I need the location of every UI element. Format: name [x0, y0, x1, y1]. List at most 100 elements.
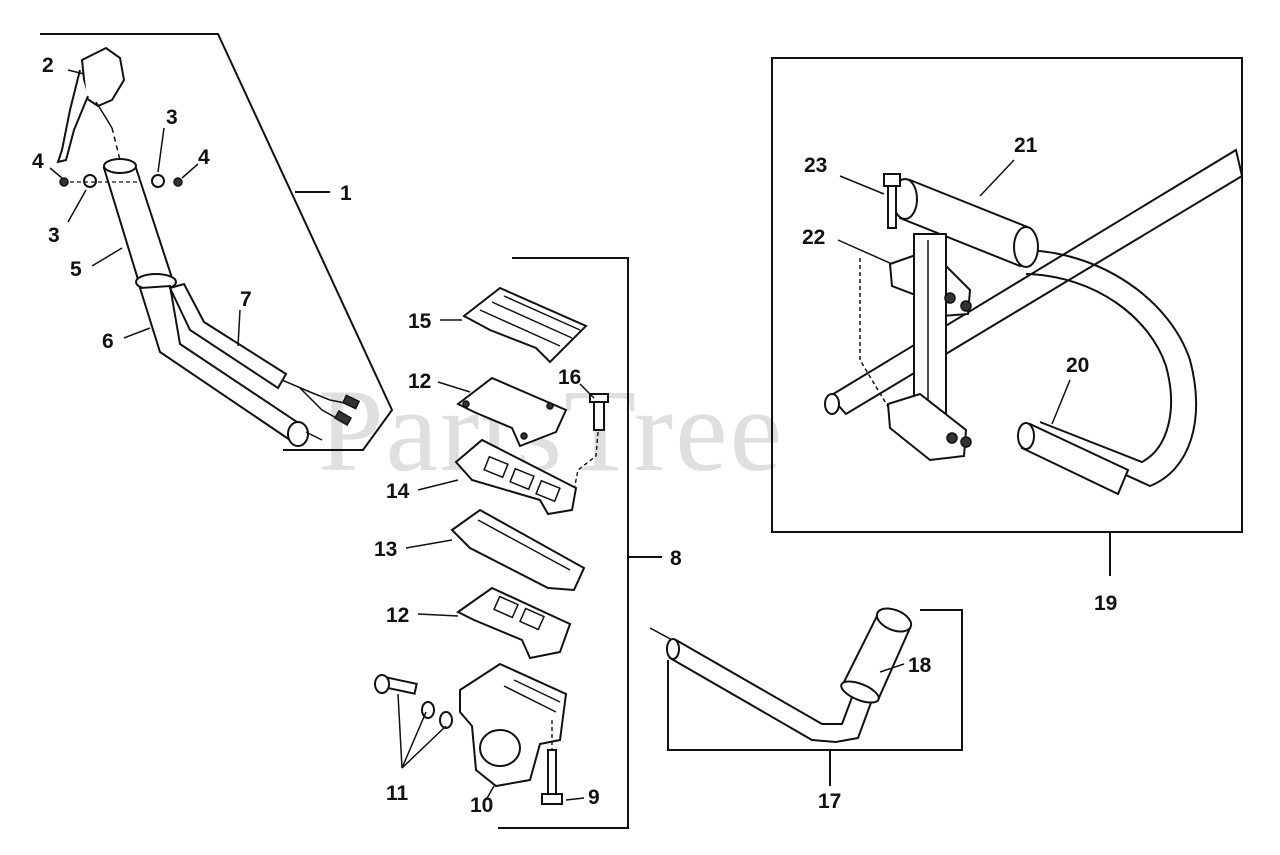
grip-20 [1020, 422, 1130, 496]
bracket-edge-1 [503, 685, 557, 713]
wire-connector-a [341, 394, 361, 410]
callout-10: 10 [470, 794, 493, 817]
leader-3b [67, 189, 87, 223]
clamp-nut-c [946, 432, 958, 444]
washer-3-left [83, 174, 97, 188]
clamp-nut-b [960, 300, 972, 312]
bracket-8 [498, 257, 629, 829]
tube-end-cap [287, 421, 309, 447]
leader-7 [237, 309, 241, 347]
clamp-hole-b [546, 402, 554, 410]
shaft-end [824, 393, 840, 415]
leader-12b [417, 613, 459, 617]
bracket-1 [40, 33, 394, 451]
cover-rib-1 [479, 309, 561, 347]
callout-22: 22 [802, 226, 825, 249]
loop-handle-kit-19 [771, 57, 1244, 576]
throttle-cable-wire [281, 379, 351, 405]
callout-19: 19 [1094, 592, 1117, 615]
handle-assembly-1 [40, 33, 394, 451]
clamp-insert-14 [454, 438, 578, 516]
callout-7: 7 [240, 288, 252, 311]
inset-frame [771, 57, 1243, 533]
callout-6: 6 [102, 330, 114, 353]
bolt-23 [887, 183, 897, 229]
grip-21-inner [1013, 226, 1039, 268]
leader-10 [485, 785, 495, 801]
callout-9: 9 [588, 786, 600, 809]
tube-end-line [305, 431, 323, 441]
leader-18 [879, 663, 905, 673]
callout-14: 14 [386, 480, 410, 503]
callout-21: 21 [1014, 134, 1038, 157]
clamp-assembly-8 [374, 257, 662, 829]
leader-11-a [397, 693, 427, 769]
cover-rib-3 [503, 295, 581, 331]
bolt-11-head [374, 674, 390, 694]
cover-rib-2 [491, 301, 573, 339]
leader-23 [839, 175, 885, 195]
lower-clamp [886, 392, 968, 462]
insert-cell-3 [535, 479, 561, 503]
leader-21 [979, 159, 1015, 197]
leader-5 [91, 247, 123, 267]
insert-cell-2 [509, 467, 535, 491]
callout-18: 18 [908, 654, 932, 677]
callout-15: 15 [408, 310, 432, 333]
leader-16 [579, 383, 595, 399]
screw-4-left [59, 177, 69, 187]
callout-17: 17 [818, 790, 841, 813]
ignition-wire [299, 387, 341, 421]
leader-4b [181, 163, 199, 179]
throttle-trigger [56, 69, 89, 164]
leader-11-b [401, 725, 447, 769]
leader-12a [437, 381, 471, 393]
leader-6 [123, 327, 151, 339]
callout-2: 2 [42, 54, 54, 77]
plate-edge [477, 519, 571, 571]
alignment-dash [111, 127, 121, 161]
callout-12-lower: 12 [386, 604, 409, 627]
screw-4-right [173, 177, 183, 187]
grip-collar [840, 680, 880, 704]
leader-4a [49, 167, 63, 179]
callout-4-right: 4 [198, 146, 210, 169]
bolt-16-head [589, 393, 609, 403]
callout-3-upper: 3 [166, 106, 178, 129]
lower-cell-1 [493, 595, 519, 619]
leader-14 [417, 479, 459, 491]
clamp-half-12-lower [456, 586, 572, 660]
callout-5: 5 [70, 258, 82, 281]
callout-1: 1 [340, 182, 352, 205]
bracket-bore [479, 729, 521, 767]
washer-3-right [151, 174, 165, 188]
callout-13: 13 [374, 538, 397, 561]
insert-cell-1 [483, 455, 509, 479]
leader-22 [837, 239, 893, 265]
loop-handle-17 [649, 607, 963, 786]
bracket-17 [667, 609, 963, 751]
handle-bar-end [666, 638, 680, 660]
leader-13 [405, 539, 453, 549]
throttle-neck [95, 101, 113, 129]
loop-bar-inner [1025, 273, 1173, 464]
washer-11-b [439, 711, 453, 729]
clamp-nut-a [944, 292, 956, 304]
tube-end-ring [103, 158, 137, 174]
throttle-cable-sheath [168, 282, 288, 390]
callout-8: 8 [670, 547, 682, 570]
bolt-23-head [883, 173, 901, 187]
clamp-guide-dash [859, 258, 891, 411]
grip-cap [875, 607, 913, 633]
leader-2 [67, 69, 85, 75]
clamp-plate-13 [450, 508, 586, 592]
callout-11: 11 [386, 782, 409, 805]
clamp-half-12-upper [456, 376, 568, 448]
callout-12-upper: 12 [408, 370, 431, 393]
throttle-housing [80, 46, 126, 108]
lower-bent-tube [138, 284, 308, 442]
callout-3-lower: 3 [48, 224, 60, 247]
leader-3a [157, 127, 165, 173]
